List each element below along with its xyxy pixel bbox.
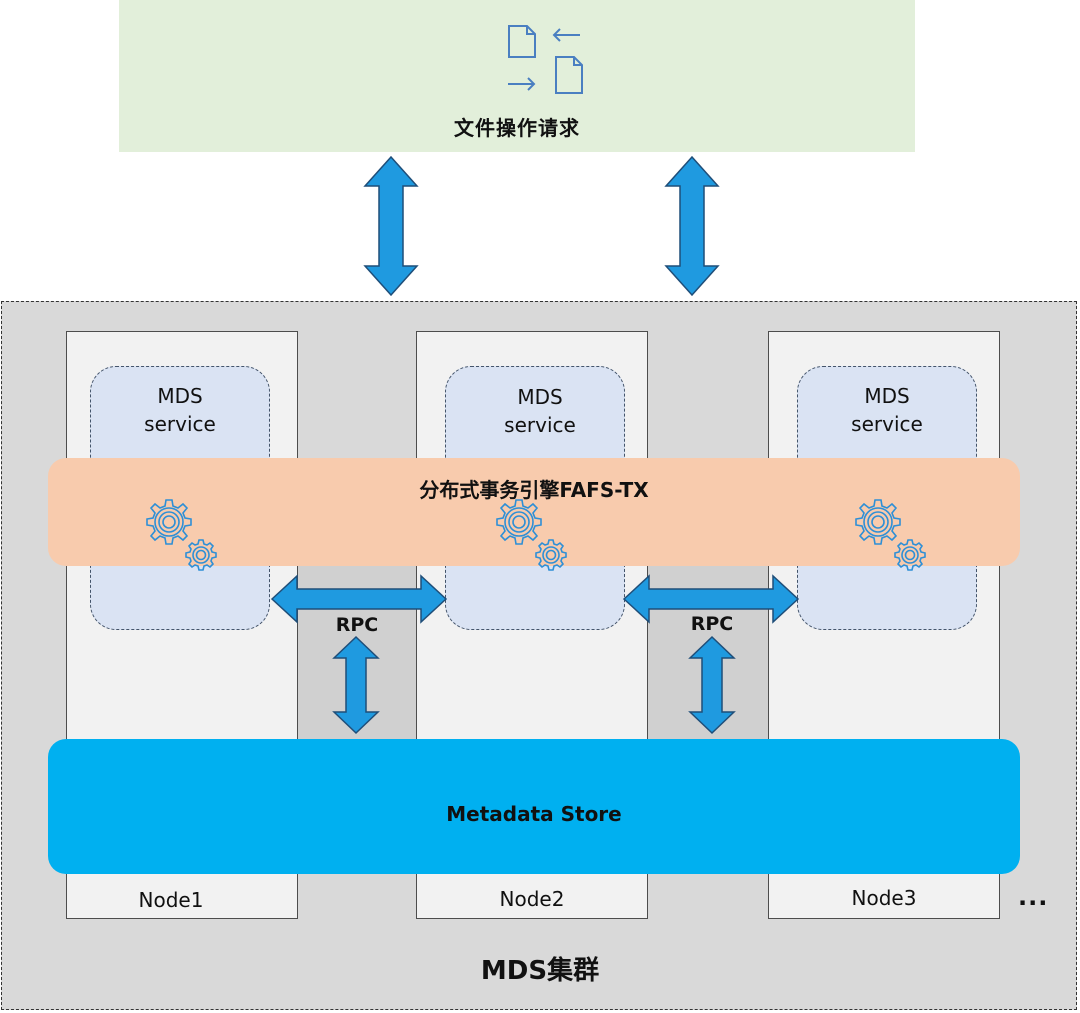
rpc-label: RPC	[335, 614, 379, 636]
mds-service-label: MDS service	[90, 382, 270, 438]
node-label: Node2	[499, 887, 565, 911]
metadata-store-label: Metadata Store	[446, 802, 622, 826]
mds-service-label: MDS service	[450, 383, 630, 439]
double-arrow-vertical	[332, 635, 380, 735]
gear-icon	[146, 499, 217, 571]
node-label: Node3	[851, 886, 917, 910]
double-arrow-vertical	[664, 155, 720, 297]
mds-service-label: MDS service	[797, 382, 977, 438]
double-arrow-vertical	[688, 635, 736, 735]
service-line-2: service	[504, 413, 576, 437]
request-title: 文件操作请求	[454, 116, 580, 140]
rpc-label: RPC	[690, 613, 734, 635]
cluster-title: MDS集群	[480, 956, 600, 986]
service-line-2: service	[851, 412, 923, 436]
service-line-1: MDS	[864, 384, 910, 408]
file-transfer-icon	[508, 25, 583, 94]
gear-icon	[496, 499, 567, 571]
service-line-1: MDS	[517, 385, 563, 409]
tx-engine-label: 分布式事务引擎FAFS-TX	[419, 478, 649, 502]
service-line-2: service	[144, 412, 216, 436]
more-nodes-ellipsis: ...	[1018, 883, 1049, 911]
metadata-store	[48, 739, 1020, 874]
service-line-1: MDS	[157, 384, 203, 408]
double-arrow-horizontal	[622, 574, 800, 624]
node-label: Node1	[138, 888, 204, 912]
double-arrow-vertical	[363, 155, 419, 297]
gear-icon	[855, 499, 926, 571]
double-arrow-horizontal	[270, 574, 448, 624]
